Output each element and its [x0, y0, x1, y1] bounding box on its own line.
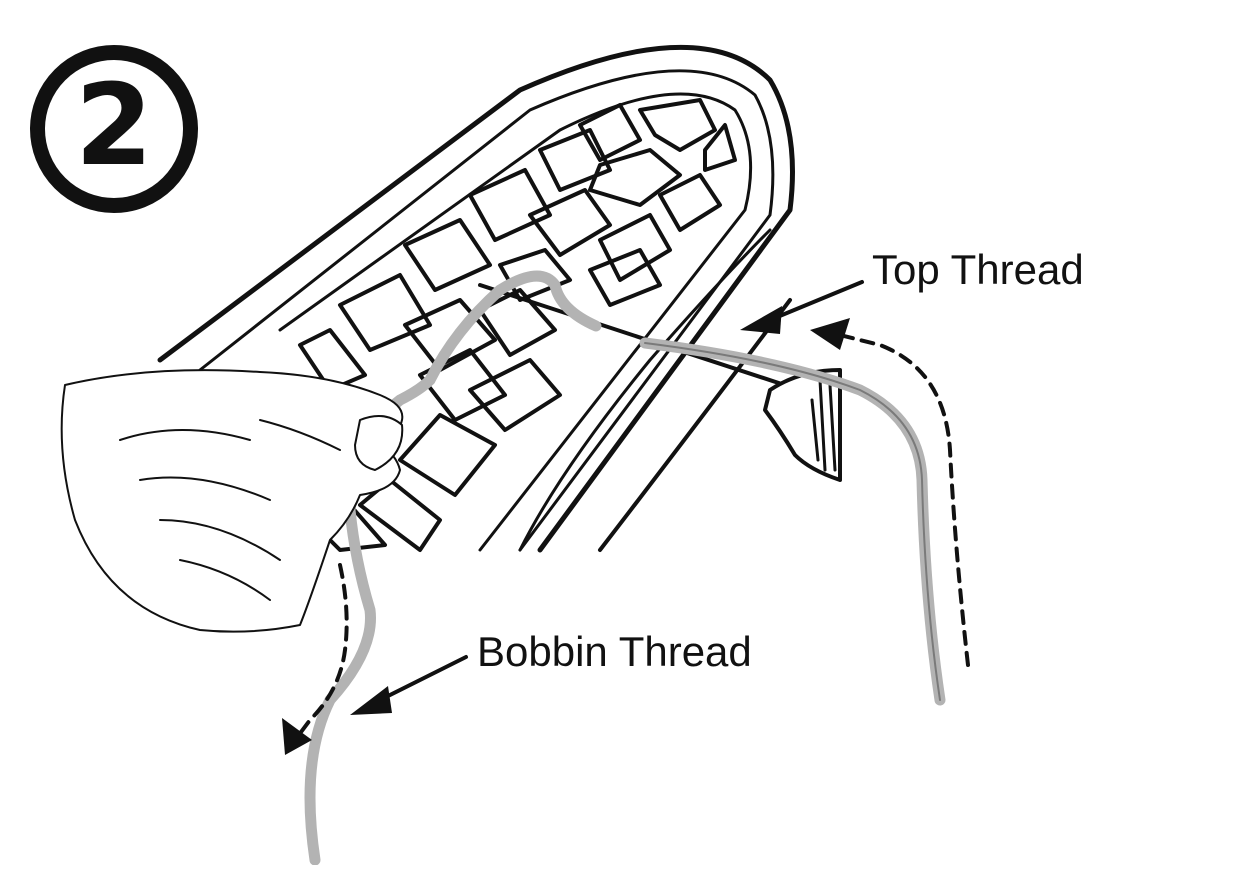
top-thread-label: Top Thread [872, 246, 1084, 293]
plate-inner-edge [518, 228, 772, 552]
top-label-arrowhead [740, 306, 782, 334]
needle-clamp-ridges [810, 378, 837, 472]
top-thread [639, 337, 946, 706]
hand [60, 369, 404, 633]
top-direction-path [838, 333, 970, 667]
bobbin-direction-arrowhead [282, 718, 312, 755]
bobbin-direction-path [293, 563, 349, 742]
step-number: 2 [75, 61, 153, 191]
plate-outer-edge [157, 44, 795, 553]
plate-edge-line-2 [198, 69, 775, 552]
needle [478, 283, 802, 392]
top-direction-arrowhead [810, 318, 850, 350]
step-number-badge: 2 [30, 45, 198, 213]
top-label-leader [768, 280, 864, 322]
bobbin-label-arrowhead [350, 686, 392, 715]
bobbin-label-leader [378, 655, 468, 702]
bobbin-thread-label: Bobbin Thread [477, 628, 752, 675]
feed-dog-grid [298, 98, 737, 552]
